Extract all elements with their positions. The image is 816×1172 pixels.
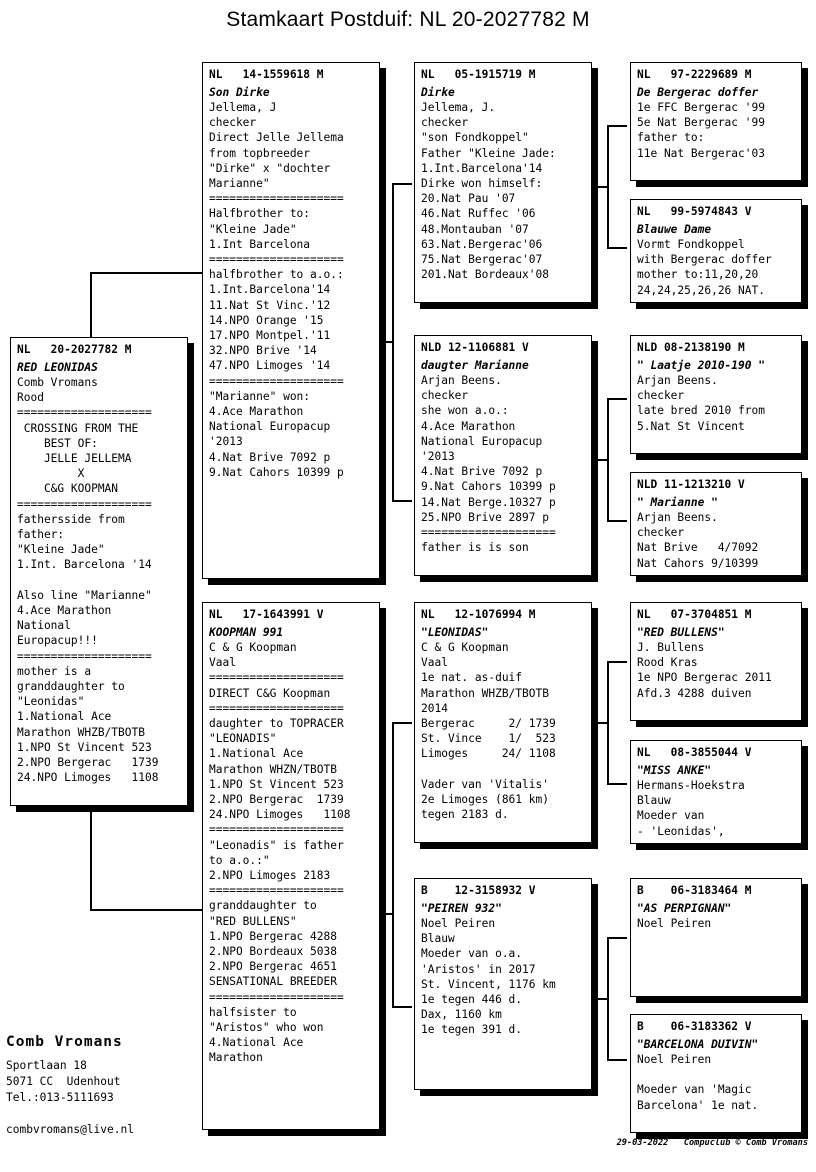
pedigree-box-great-grandparent-8[interactable]: B 06-3183362 V "BARCELONA DUIVIN" Noel P… [630,1014,802,1133]
connector-g3b-to-dam [607,520,627,522]
ring-number: B 06-3183362 V [637,1020,752,1033]
connector-father-stem [380,341,392,343]
pigeon-details: 1e FFC Bergerac '99 5e Nat Bergerac '99 … [637,101,765,160]
connector-g3a-trunk [607,125,609,247]
pigeon-details: C & G Koopman Vaal 1e nat. as-duif Marat… [421,641,556,822]
connector-g3d-to-dam [607,1059,627,1061]
connector-father-trunk [392,183,394,500]
pigeon-details: Noel Peiren Moeder van 'Magic Barcelona'… [637,1053,759,1112]
pigeon-details: Jellema, J. checker "son Fondkoppel" Fat… [421,101,556,282]
pigeon-nickname: "RED BULLENS" [637,626,725,639]
footer-credit: 29-03-2022 Compuclub © Comb Vromans [616,1138,808,1148]
pigeon-details: J. Bullens Rood Kras 1e NPO Bergerac 201… [637,641,772,700]
pedigree-box-great-grandparent-6[interactable]: NL 08-3855044 V "MISS ANKE" Hermans-Hoek… [630,740,802,844]
connector-g3a-to-dam [607,247,627,249]
pigeon-nickname: "AS PERPIGNAN" [637,902,732,915]
connector-subject-to-mother [90,909,202,911]
connector-mother-to-sire [392,722,412,724]
connector-mother-stem [380,913,392,915]
owner-name: Comb Vromans [6,1034,123,1050]
pedigree-box-father[interactable]: NL 14-1559618 M Son Dirke Jellema, J che… [202,62,380,579]
pigeon-nickname: Blauwe Dame [637,223,712,236]
connector-father-to-sire [392,183,412,185]
pigeon-nickname: De Bergerac doffer [637,86,759,99]
pedigree-box-great-grandparent-2[interactable]: NL 99-5974843 V Blauwe Dame Vormt Fondko… [630,199,802,303]
pedigree-box-paternal-granddam[interactable]: NLD 12-1106881 V daugter Marianne Arjan … [414,335,592,576]
connector-subject-to-father [90,272,202,274]
pigeon-nickname: "PEIREN 932" [421,902,502,915]
ring-number: B 06-3183464 M [637,884,752,897]
pigeon-nickname: KOOPMAN 991 [209,626,284,639]
connector-mother-trunk [392,722,394,1006]
connector-g3c-stem [595,722,607,724]
pigeon-nickname: "LEONIDAS" [421,626,489,639]
ring-number: NL 17-1643991 V [209,608,324,621]
connector-g3c-trunk [607,661,609,783]
ring-number: NL 99-5974843 V [637,205,752,218]
connector-g3a-to-sire [607,125,627,127]
pigeon-details: Arjan Beens. checker she won a.o.: 4.Ace… [421,374,556,555]
page-title: Stamkaart Postduif: NL 20-2027782 M [226,8,590,31]
pedigree-box-subject[interactable]: NL 20-2027782 M RED LEONIDAS Comb Vroman… [10,337,188,806]
connector-g3a-stem [595,186,607,188]
pigeon-nickname: Son Dirke [209,86,270,99]
ring-number: NLD 08-2138190 M [637,341,745,354]
connector-g3d-trunk [607,937,609,1059]
pigeon-details: Noel Peiren Blauw Moeder van o.a. 'Arist… [421,917,556,1037]
pigeon-nickname: daugter Marianne [421,359,529,372]
pigeon-details: C & G Koopman Vaal ==================== … [209,641,351,1065]
connector-g3b-trunk [607,398,609,520]
connector-g3c-to-dam [607,783,627,785]
pigeon-details: Jellema, J checker Direct Jelle Jellema … [209,101,344,479]
ring-number: NL 12-1076994 M [421,608,536,621]
ring-number: NLD 12-1106881 V [421,341,529,354]
pigeon-nickname: Dirke [421,86,455,99]
connector-g3b-stem [595,459,607,461]
ring-number: NL 08-3855044 V [637,746,752,759]
ring-number: NLD 11-1213210 V [637,478,745,491]
pigeon-nickname: " Laatje 2010-190 " [637,359,765,372]
pigeon-details: Arjan Beens. checker Nat Brive 4/7092 Na… [637,511,759,570]
ring-number: NL 05-1915719 M [421,68,536,81]
pedigree-box-paternal-grandsire[interactable]: NL 05-1915719 M Dirke Jellema, J. checke… [414,62,592,303]
connector-g3b-to-sire [607,398,627,400]
pedigree-box-great-grandparent-7[interactable]: B 06-3183464 M "AS PERPIGNAN" Noel Peire… [630,878,802,997]
owner-block: Comb Vromans Sportlaan 18 5071 CC Udenho… [6,1032,236,1138]
ring-number: NL 07-3704851 M [637,608,752,621]
pigeon-nickname: "MISS ANKE" [637,764,712,777]
connector-father-to-dam [392,500,412,502]
ring-number: NL 14-1559618 M [209,68,324,81]
pigeon-details: Vormt Fondkoppel with Bergerac doffer mo… [637,238,772,297]
pigeon-details: Hermans-Hoekstra Blauw Moeder van - 'Leo… [637,779,745,838]
pedigree-box-great-grandparent-4[interactable]: NLD 11-1213210 V " Marianne " Arjan Been… [630,472,802,576]
ring-number: NL 97-2229689 M [637,68,752,81]
pedigree-box-maternal-granddam[interactable]: B 12-3158932 V "PEIREN 932" Noel Peiren … [414,878,592,1090]
ring-number: NL 20-2027782 M [17,343,132,356]
pigeon-details: Arjan Beens. checker late bred 2010 from… [637,374,765,433]
connector-mother-to-dam [392,1006,412,1008]
pedigree-box-great-grandparent-3[interactable]: NLD 08-2138190 M " Laatje 2010-190 " Arj… [630,335,802,454]
ring-number: B 12-3158932 V [421,884,536,897]
pigeon-nickname: "BARCELONA DUIVIN" [637,1038,759,1051]
connector-g3c-to-sire [607,661,627,663]
connector-g3d-stem [595,998,607,1000]
pigeon-details: Comb Vromans Rood ==================== C… [17,376,159,785]
connector-g3d-to-sire [607,937,627,939]
pedigree-box-great-grandparent-1[interactable]: NL 97-2229689 M De Bergerac doffer 1e FF… [630,62,802,181]
pedigree-box-great-grandparent-5[interactable]: NL 07-3704851 M "RED BULLENS" J. Bullens… [630,602,802,721]
pigeon-nickname: " Marianne " [637,496,718,509]
owner-contact-details: Sportlaan 18 5071 CC Udenhout Tel.:013-5… [6,1059,134,1136]
pedigree-box-mother[interactable]: NL 17-1643991 V KOOPMAN 991 C & G Koopma… [202,602,380,1130]
pedigree-box-maternal-grandsire[interactable]: NL 12-1076994 M "LEONIDAS" C & G Koopman… [414,602,592,843]
pigeon-nickname: RED LEONIDAS [17,361,98,374]
pigeon-details: Noel Peiren [637,917,712,930]
